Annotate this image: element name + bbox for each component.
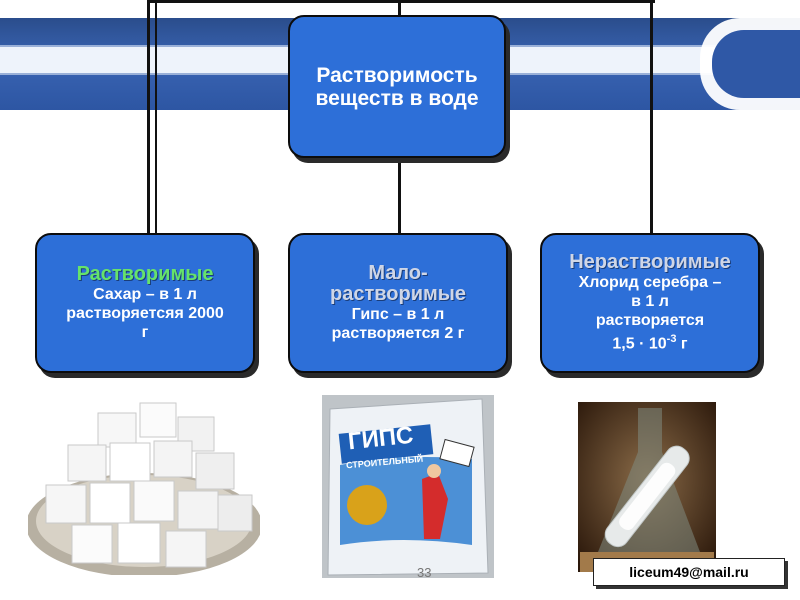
- root-title: Растворимость веществ в воде: [298, 64, 496, 110]
- formula-exponent: -3: [667, 333, 677, 345]
- connector-left-v2: [155, 0, 157, 235]
- connector-mid-v2: [398, 157, 401, 235]
- desc-line: г: [66, 323, 224, 342]
- category-insoluble: Нерастворимые Хлорид серебра – в 1 л рас…: [540, 233, 760, 373]
- desc-line: Сахар – в 1 л: [66, 285, 224, 304]
- category-title: Растворимые: [77, 264, 214, 285]
- email-label: liceum49@mail.ru: [593, 558, 785, 586]
- connector-right-v: [650, 0, 653, 235]
- formula-unit: г: [676, 336, 687, 353]
- page-number: 33: [417, 565, 431, 580]
- connector-top-h: [147, 0, 655, 3]
- category-description: Хлорид серебра – в 1 л растворяется 1,5 …: [579, 273, 722, 353]
- desc-line: в 1 л: [579, 292, 722, 311]
- category-soluble: Растворимые Сахар – в 1 л растворяетсяя …: [35, 233, 255, 373]
- header-curve-inner: [712, 30, 800, 98]
- gypsum-package-image: ГИПС СТРОИТЕЛЬНЫЙ: [322, 395, 494, 578]
- desc-line: растворяется 2 г: [332, 324, 465, 343]
- desc-line-formula: 1,5 · 10-3 г: [579, 330, 722, 353]
- category-title: Нерастворимые: [548, 252, 753, 273]
- desc-line: Гипс – в 1 л: [332, 305, 465, 324]
- category-description: Гипс – в 1 л растворяется 2 г: [332, 305, 465, 343]
- desc-line: Хлорид серебра –: [579, 273, 722, 292]
- silver-chloride-tube-image: [578, 402, 716, 572]
- formula-base: 1,5 · 10: [612, 336, 666, 353]
- category-slightly-soluble: Мало-растворимые Гипс – в 1 л растворяет…: [288, 233, 508, 373]
- category-description: Сахар – в 1 л растворяетсяя 2000 г: [66, 285, 224, 342]
- root-node: Растворимость веществ в воде: [288, 15, 506, 158]
- category-title: Мало-растворимые: [308, 263, 488, 305]
- desc-line: растворяетсяя 2000: [66, 304, 224, 323]
- sugar-cubes-image: [28, 395, 260, 575]
- desc-line: растворяется: [579, 311, 722, 330]
- connector-left-v: [147, 0, 150, 235]
